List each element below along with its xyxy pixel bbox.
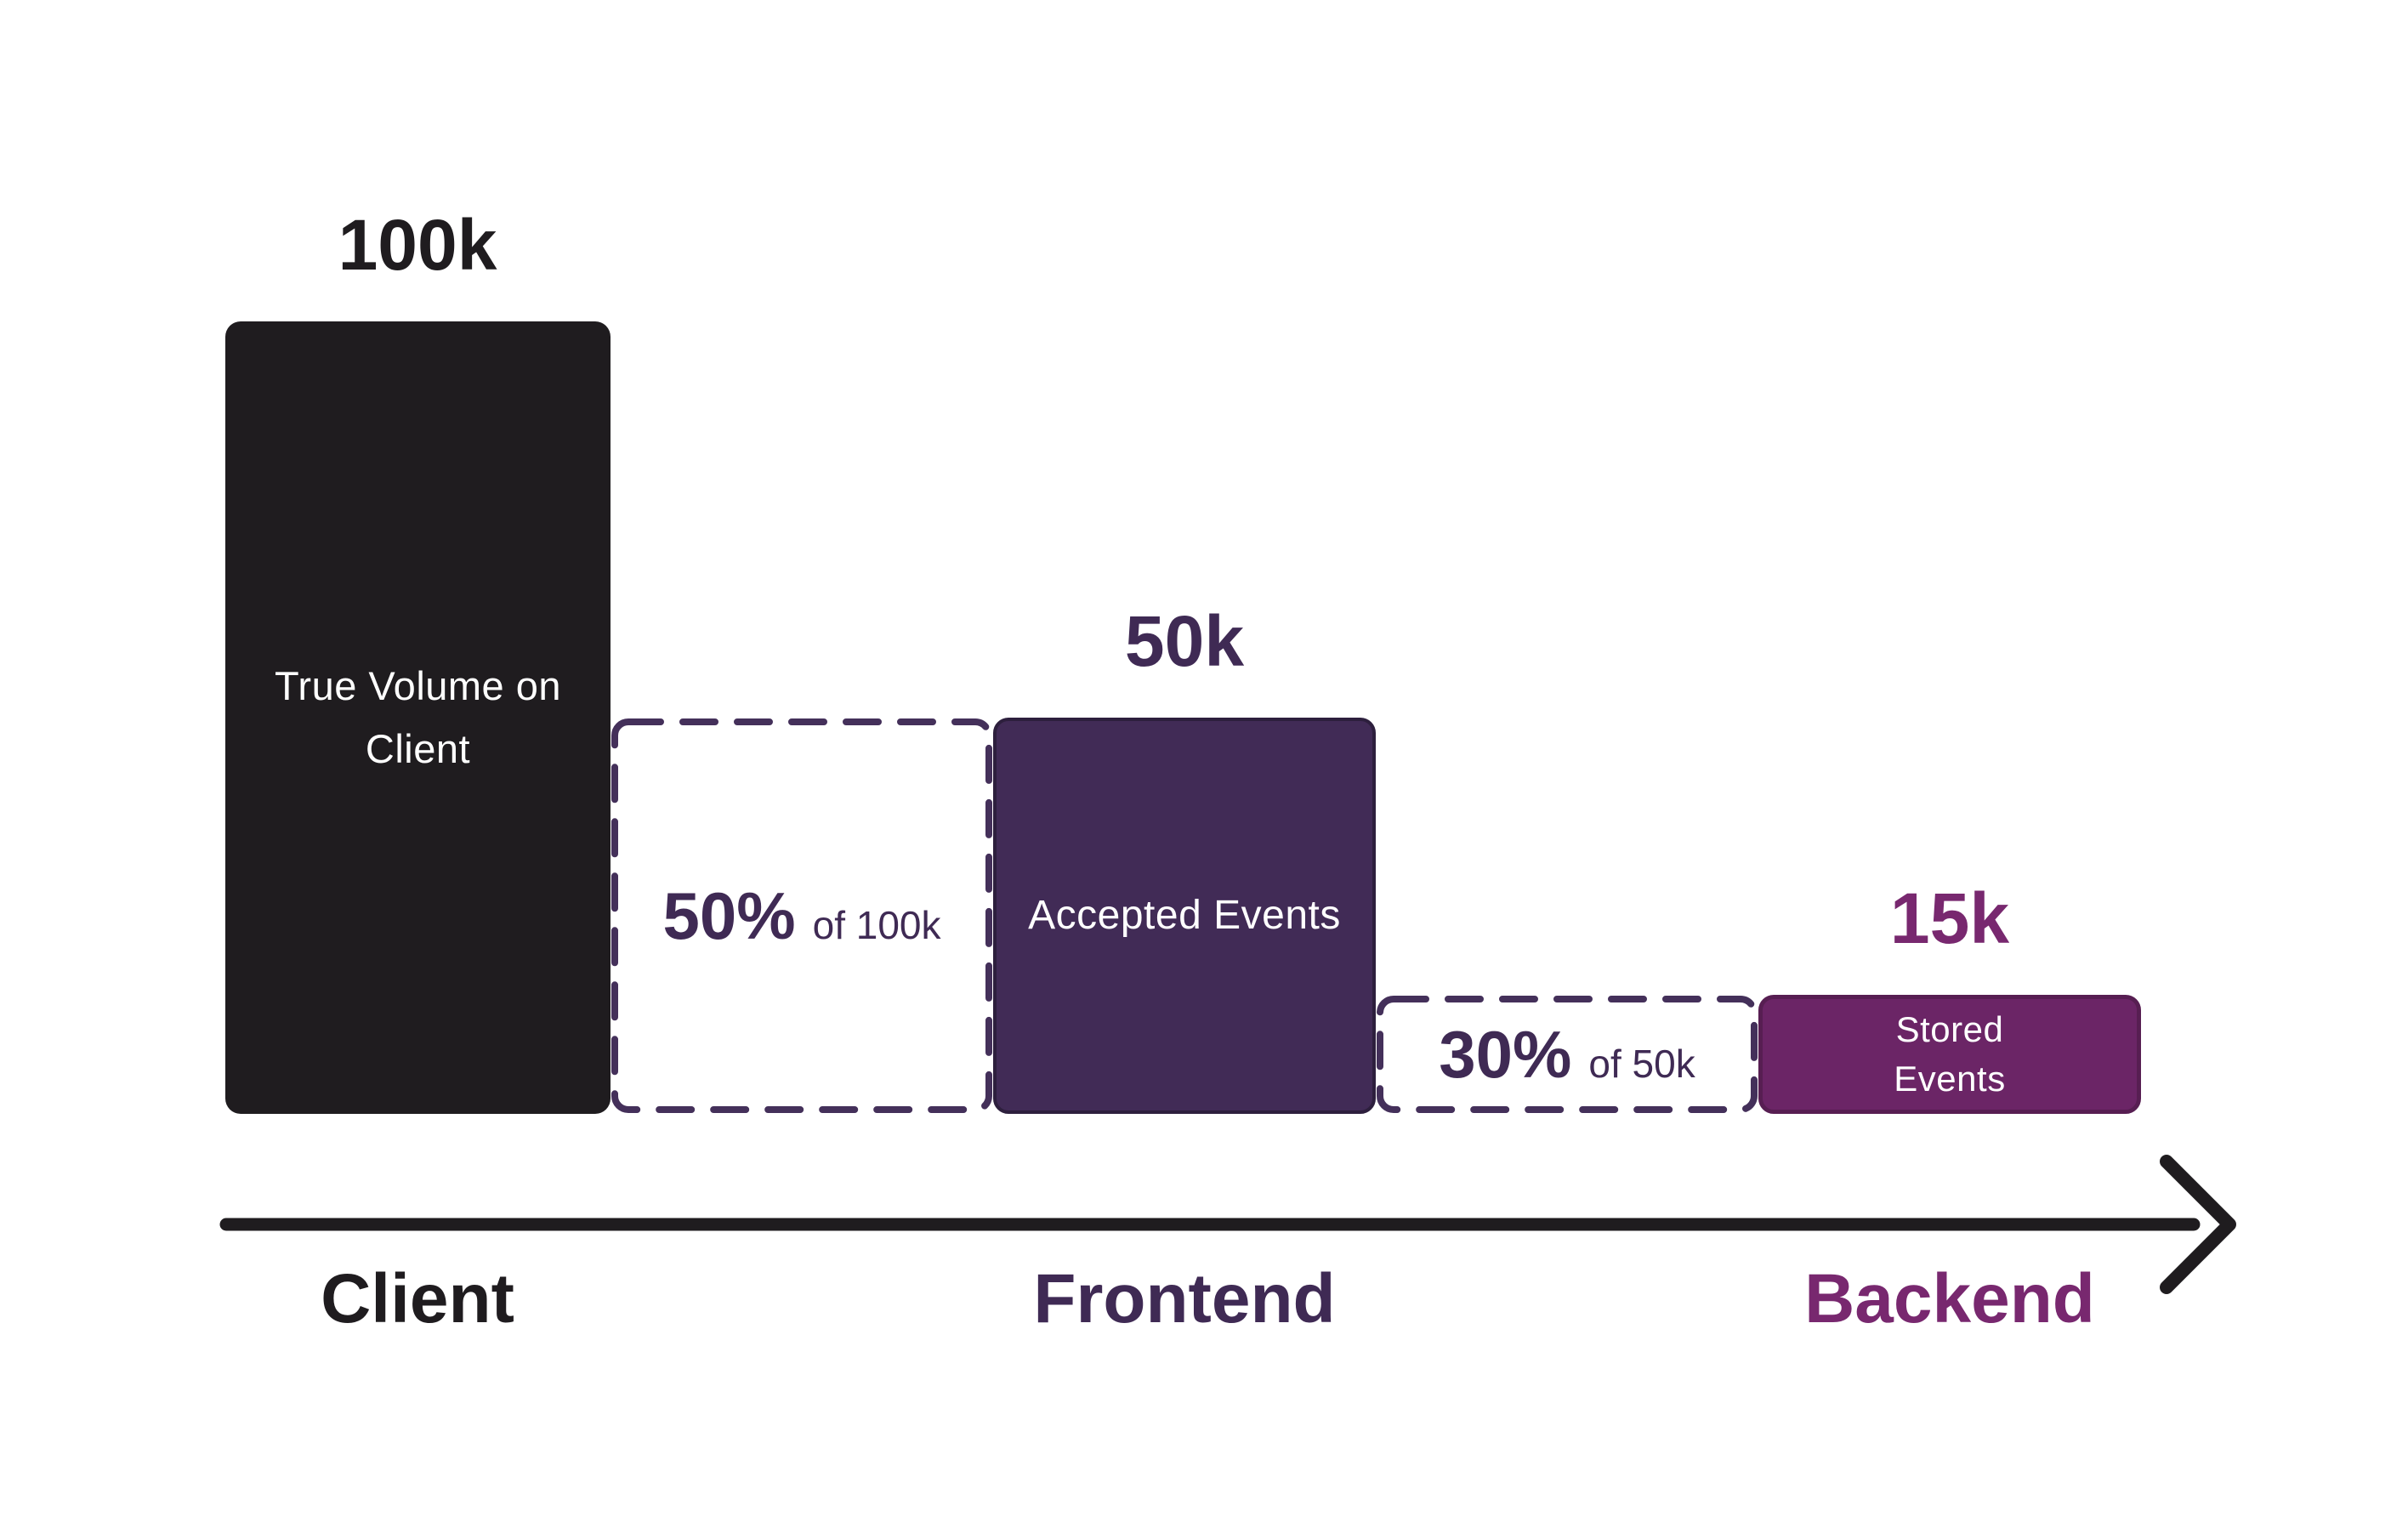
bar-accepted-events: Accepted Events [993, 718, 1376, 1114]
drop-percent: 30% [1439, 1016, 1572, 1092]
bar-label-true-volume: True Volume on Client [274, 663, 562, 771]
value-label-frontend: 50k [1124, 601, 1245, 681]
stage-label-backend: Backend [1804, 1260, 2095, 1337]
drop-annotation-backend: 30% of 50k [1439, 1016, 1695, 1093]
drop-annotation-frontend: 50% of 100k [662, 877, 940, 955]
value-label-client: 100k [338, 205, 497, 285]
stage-label-client: Client [321, 1260, 514, 1337]
drop-of: of 50k [1588, 1041, 1695, 1086]
drop-box-backend: 30% of 50k [1376, 995, 1758, 1114]
dashed-border [611, 718, 992, 1113]
drop-percent: 50% [662, 877, 796, 953]
bar-label-accepted-events: Accepted Events [1028, 893, 1341, 938]
drop-box-frontend: 50% of 100k [611, 718, 993, 1114]
value-label-backend: 15k [1889, 878, 2010, 958]
stage-label-frontend: Frontend [1033, 1260, 1336, 1337]
drop-of: of 100k [812, 902, 941, 947]
dashed-border [1377, 996, 1758, 1113]
bar-stored-events: Stored Events [1758, 995, 2141, 1114]
bar-true-volume-on-client: True Volume on Client [225, 321, 611, 1114]
bar-label-stored-events: Stored Events [1894, 1009, 2006, 1099]
